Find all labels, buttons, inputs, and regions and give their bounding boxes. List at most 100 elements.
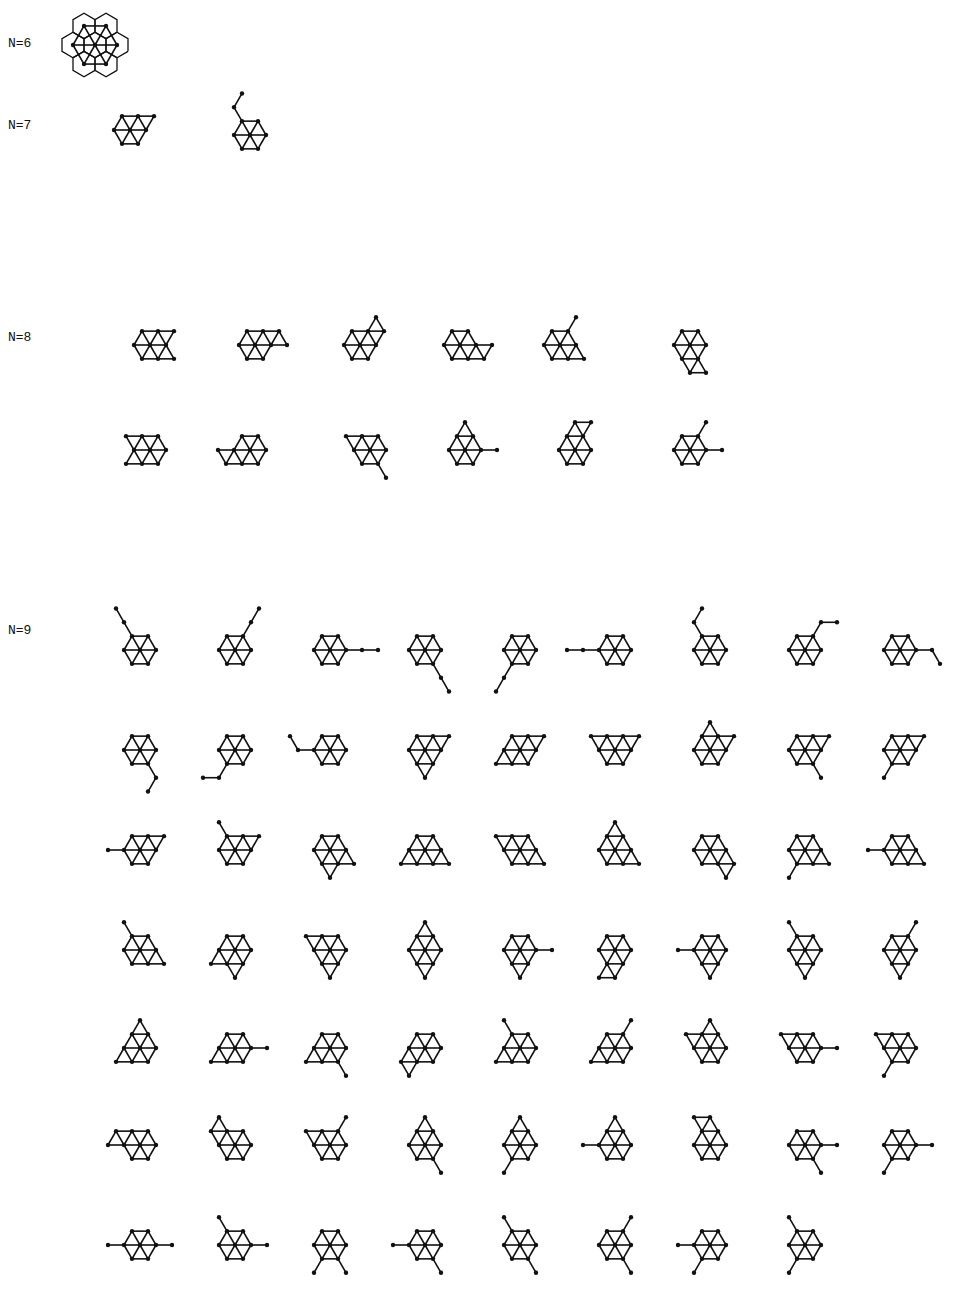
bond-line	[148, 850, 156, 864]
bond-line	[607, 635, 623, 637]
site-dot	[336, 1060, 340, 1064]
bond-line	[322, 1130, 338, 1132]
bond-line	[892, 736, 900, 750]
site-dot	[122, 648, 126, 652]
bond-line	[710, 936, 718, 950]
site-dot	[613, 748, 617, 752]
hexagon-cells	[62, 13, 128, 77]
site-dot	[597, 976, 601, 980]
site-dot	[114, 1060, 118, 1064]
lattice-cluster	[502, 1215, 538, 1275]
bond-line	[227, 936, 235, 950]
bond-line	[243, 936, 251, 950]
site-dot	[114, 1129, 118, 1133]
bond-line	[425, 964, 433, 978]
site-dot	[811, 1257, 815, 1261]
site-dot	[455, 462, 459, 466]
bond-line	[219, 749, 235, 751]
site-dot	[692, 848, 696, 852]
site-dot	[217, 1046, 221, 1050]
bond-line	[726, 850, 734, 864]
bond-line	[789, 922, 797, 936]
site-dot	[439, 1171, 443, 1175]
bond-line	[306, 1048, 314, 1062]
bond-line	[694, 650, 702, 664]
bond-line	[140, 836, 148, 850]
bond-line	[322, 1158, 338, 1160]
lattice-cluster	[494, 834, 546, 866]
bond-line	[504, 936, 512, 950]
bond-line	[559, 450, 567, 464]
bond-line	[512, 835, 528, 837]
site-dot	[265, 1046, 269, 1050]
site-dot	[779, 1032, 783, 1036]
bond-line	[678, 1244, 694, 1246]
bond-line	[235, 1047, 251, 1049]
bond-line	[148, 950, 156, 964]
site-dot	[146, 834, 150, 838]
site-dot	[256, 462, 260, 466]
bond-line	[560, 331, 568, 345]
bond-line	[227, 1245, 235, 1259]
bond-line	[243, 1131, 251, 1145]
site-dot	[574, 315, 578, 319]
site-dot	[245, 357, 249, 361]
bond-line	[892, 735, 908, 737]
site-dot	[700, 962, 704, 966]
site-dot	[156, 329, 160, 333]
bond-line	[702, 1258, 718, 1260]
bond-line	[255, 344, 271, 346]
lattice-cluster	[106, 1229, 174, 1261]
bond-line	[702, 850, 710, 864]
site-dot	[510, 762, 514, 766]
bond-line	[528, 863, 544, 865]
bond-line	[243, 750, 251, 764]
bond-line	[718, 735, 734, 737]
bond-line	[148, 1048, 156, 1062]
site-dot	[605, 862, 609, 866]
site-dot	[130, 1157, 134, 1161]
site-dot	[882, 1143, 886, 1147]
bond-line	[473, 450, 481, 464]
bond-line	[124, 749, 140, 751]
bond-line	[417, 1231, 425, 1245]
bond-line	[417, 1145, 425, 1159]
bond-line	[148, 1034, 156, 1048]
bond-line	[607, 650, 615, 664]
bond-line	[583, 649, 599, 651]
bond-line	[354, 450, 362, 464]
site-dot	[336, 1032, 340, 1036]
bond-line	[623, 950, 631, 964]
site-dot	[787, 1046, 791, 1050]
site-dot	[787, 1271, 791, 1275]
bond-line	[536, 949, 552, 951]
bond-line	[417, 1061, 433, 1063]
lattice-cluster	[304, 1115, 348, 1161]
site-dot	[882, 1046, 886, 1050]
bond-line	[884, 936, 892, 950]
bond-line	[504, 1244, 520, 1246]
site-dot	[787, 1243, 791, 1247]
site-dot	[906, 834, 910, 838]
bond-line	[242, 436, 250, 450]
site-dot	[328, 1243, 332, 1247]
bond-line	[496, 763, 512, 765]
bond-line	[108, 1244, 124, 1246]
bond-line	[124, 649, 140, 651]
bond-line	[607, 1258, 623, 1260]
bond-line	[504, 1048, 512, 1062]
site-dot	[534, 1243, 538, 1247]
site-dot	[232, 133, 236, 137]
site-dot	[138, 1018, 142, 1022]
bond-line	[520, 1244, 536, 1246]
site-dot	[466, 357, 470, 361]
bond-line	[219, 850, 227, 864]
bond-line	[583, 422, 591, 436]
site-dot	[132, 343, 136, 347]
bond-line	[156, 1244, 172, 1246]
site-dot	[350, 329, 354, 333]
site-dot	[245, 329, 249, 333]
bond-line	[338, 1231, 346, 1245]
site-dot	[336, 1129, 340, 1133]
bond-line	[813, 936, 821, 950]
